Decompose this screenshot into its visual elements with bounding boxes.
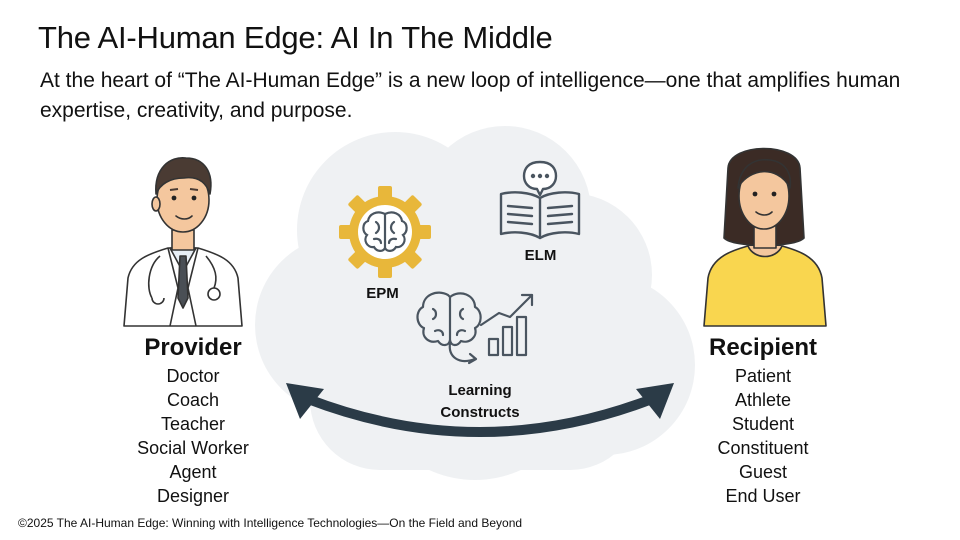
recipient-item: Constituent — [673, 436, 853, 460]
bidirectional-arrow-icon — [280, 375, 680, 445]
provider-item: Social Worker — [103, 436, 283, 460]
provider-item: Designer — [103, 484, 283, 508]
provider-item: Coach — [103, 388, 283, 412]
provider-title: Provider — [103, 334, 283, 362]
recipient-item: Guest — [673, 460, 853, 484]
elm-label: ELM — [518, 247, 563, 264]
gear-brain-icon — [335, 186, 435, 278]
page-title: The AI-Human Edge: AI In The Middle — [38, 20, 553, 56]
recipient-item: Student — [673, 412, 853, 436]
page-subtitle: At the heart of “The AI-Human Edge” is a… — [40, 66, 955, 126]
copyright-footer: ©2025 The AI-Human Edge: Winning with In… — [18, 516, 522, 530]
brain-growth-chart-icon — [415, 283, 545, 378]
provider-item: Agent — [103, 460, 283, 484]
provider-item: Doctor — [103, 364, 283, 388]
recipient-list: Patient Athlete Student Constituent Gues… — [673, 364, 853, 508]
book-chat-icon — [495, 158, 585, 242]
recipient-item: Patient — [673, 364, 853, 388]
recipient-item: Athlete — [673, 388, 853, 412]
patient-avatar — [700, 138, 830, 328]
recipient-item: End User — [673, 484, 853, 508]
doctor-avatar — [118, 148, 248, 328]
provider-item: Teacher — [103, 412, 283, 436]
epm-label: EPM — [360, 285, 405, 302]
provider-list: Doctor Coach Teacher Social Worker Agent… — [103, 364, 283, 508]
recipient-title: Recipient — [673, 334, 853, 362]
